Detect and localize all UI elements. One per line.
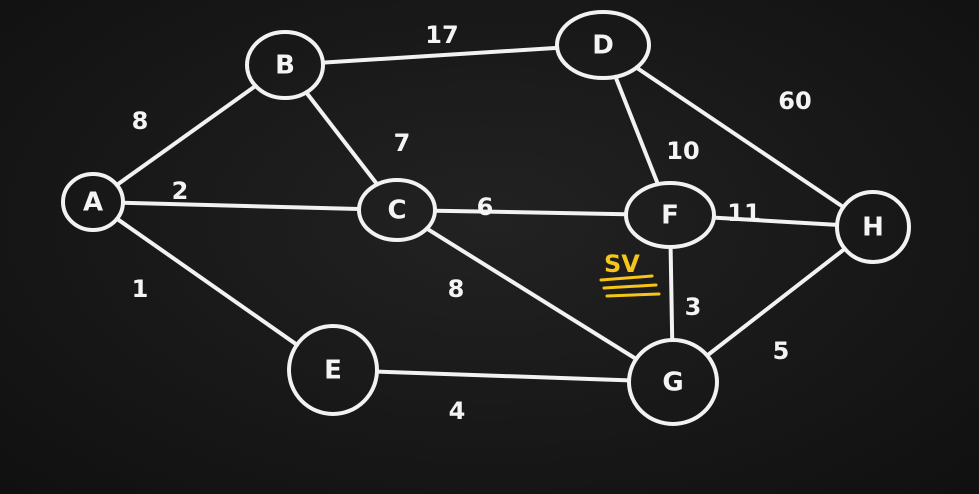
node-circle-d — [555, 10, 651, 80]
edge-a-e — [115, 216, 299, 347]
edge-weight-f-g: 3 — [685, 293, 702, 321]
sv-annotation: SV — [599, 250, 661, 298]
edge-weights-layer: 8 2 1 17 7 6 8 10 60 11 3 4 5 — [132, 21, 812, 425]
edge-d-h — [634, 65, 846, 210]
edge-g-h — [705, 246, 847, 358]
node-b: B — [245, 30, 325, 100]
edge-c-g — [424, 226, 639, 361]
edge-weight-e-g: 4 — [449, 397, 466, 425]
edge-b-d — [320, 45, 560, 65]
edge-d-f — [613, 74, 660, 187]
edge-c-f — [433, 208, 628, 217]
node-label-c: C — [387, 196, 406, 226]
node-circle-g — [627, 338, 719, 426]
node-c: C — [357, 178, 437, 242]
edge-weight-f-h: 11 — [727, 199, 760, 227]
node-label-a: A — [83, 188, 103, 218]
node-label-e: E — [324, 356, 342, 386]
edge-a-c — [121, 200, 361, 211]
edge-e-g — [375, 369, 631, 383]
node-label-b: B — [275, 51, 295, 81]
node-circle-f — [624, 181, 716, 249]
node-e: E — [287, 324, 379, 416]
node-d: D — [555, 10, 651, 80]
node-circle-a — [61, 172, 125, 232]
node-circle-e — [287, 324, 379, 416]
edge-weight-c-g: 8 — [448, 275, 465, 303]
sv-underline-3 — [605, 292, 661, 298]
edge-weight-a-c: 2 — [172, 177, 189, 205]
node-h: H — [835, 190, 911, 264]
node-f: F — [624, 181, 716, 249]
node-label-d: D — [592, 31, 614, 61]
node-circle-b — [245, 30, 325, 100]
edges-layer — [114, 45, 847, 383]
edge-b-c — [304, 90, 380, 187]
sv-underline-2 — [602, 283, 658, 290]
node-circle-c — [357, 178, 437, 242]
node-label-f: F — [661, 201, 679, 231]
edge-f-g — [668, 245, 675, 342]
node-a: A — [61, 172, 125, 232]
node-circle-h — [835, 190, 911, 264]
edge-weight-b-d: 17 — [425, 21, 458, 49]
edge-weight-b-c: 7 — [394, 129, 411, 157]
edge-weight-a-e: 1 — [132, 275, 149, 303]
node-label-h: H — [862, 213, 884, 243]
sv-annotation-text: SV — [604, 250, 640, 278]
edge-weight-d-f: 10 — [666, 137, 699, 165]
edge-weight-d-h: 60 — [778, 87, 811, 115]
sv-underline-1 — [599, 274, 654, 282]
edge-weight-c-f: 6 — [477, 193, 494, 221]
edge-f-h — [711, 215, 840, 227]
edge-weight-a-b: 8 — [132, 107, 149, 135]
nodes-layer: A B C D E F G H — [61, 10, 911, 426]
edge-weight-g-h: 5 — [773, 337, 790, 365]
edge-a-b — [114, 83, 258, 187]
node-label-g: G — [662, 368, 683, 398]
node-g: G — [627, 338, 719, 426]
